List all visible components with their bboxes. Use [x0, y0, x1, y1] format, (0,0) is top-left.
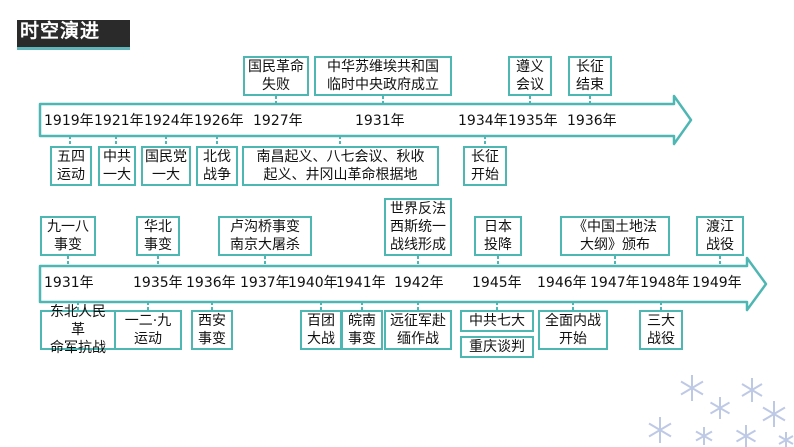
t1-event-long-march-end: 长征 结束 [568, 56, 612, 96]
t2-year-1946: 1946年 [537, 275, 587, 291]
t2-event-wannan-incident: 皖南 事变 [341, 310, 383, 350]
t2-event-japan-surrender: 日本 投降 [474, 216, 522, 256]
t1-event-cpc-first-congress: 中共 一大 [98, 146, 136, 186]
t2-year-1949: 1949年 [692, 275, 742, 291]
t2-year-1947: 1947年 [590, 275, 640, 291]
t2-event-three-campaigns: 三大 战役 [639, 310, 683, 350]
section-title-underline [17, 47, 130, 50]
t2-event-north-china-incident: 华北 事变 [136, 216, 180, 256]
t1-year-1935: 1935年 [508, 113, 558, 129]
snowflake-decoration-icon [648, 375, 794, 447]
t2-event-chongqing-negotiation: 重庆谈判 [460, 336, 534, 358]
t1-year-1919: 1919年 [44, 113, 94, 129]
t2-event-antifascist-front: 世界反法 西斯统一 战线形成 [384, 198, 452, 256]
t2-year-1942: 1942年 [394, 275, 444, 291]
t2-event-xian-incident: 西安 事变 [191, 310, 233, 350]
t2-event-expedition-burma: 远征军赴 缅作战 [384, 310, 452, 350]
t2-year-1940: 1940年 [288, 275, 338, 291]
t2-event-land-law: 《中国土地法 大纲》颁布 [560, 216, 670, 256]
section-title-background [17, 20, 130, 47]
t2-year-1941: 1941年 [336, 275, 386, 291]
t2-event-mukden-incident: 九一八 事变 [40, 216, 96, 256]
t1-event-northern-expedition: 北伐 战争 [196, 146, 238, 186]
t1-year-1936: 1936年 [567, 113, 617, 129]
t2-event-december-ninth: 一二·九 运动 [114, 310, 182, 350]
t1-event-kmt-first-congress: 国民党 一大 [141, 146, 191, 186]
t1-year-1926: 1926年 [194, 113, 244, 129]
t1-year-1934: 1934年 [458, 113, 508, 129]
connector-lines-2 [67, 256, 721, 310]
t1-year-1927: 1927年 [253, 113, 303, 129]
t2-year-1936: 1936年 [186, 275, 236, 291]
t2-year-1937: 1937年 [240, 275, 290, 291]
t1-event-soviet-government: 中华苏维埃共和国 临时中央政府成立 [314, 56, 452, 96]
t1-event-uprisings: 南昌起义、八七会议、秋收 起义、井冈山革命根据地 [242, 146, 439, 186]
t2-event-yangtze-crossing: 渡江 战役 [696, 216, 744, 256]
t2-event-marco-polo-bridge: 卢沟桥事变 南京大屠杀 [218, 216, 312, 256]
t1-event-may-fourth: 五四 运动 [50, 146, 92, 186]
t2-year-1945: 1945年 [472, 275, 522, 291]
t2-event-civil-war-start: 全面内战 开始 [538, 310, 608, 350]
t1-year-1931: 1931年 [355, 113, 405, 129]
t1-year-1924: 1924年 [144, 113, 194, 129]
t2-year-1948: 1948年 [640, 275, 690, 291]
t2-year-1935: 1935年 [133, 275, 183, 291]
connector-lines-1 [69, 96, 591, 146]
t2-event-cpc-seventh-congress: 中共七大 [460, 310, 534, 332]
t1-event-long-march-start: 长征 开始 [463, 146, 507, 186]
t2-event-northeast-army: 东北人民革 命军抗战 [40, 304, 116, 356]
t2-event-hundred-regiments: 百团 大战 [300, 310, 342, 350]
t1-event-revolution-failure: 国民革命 失败 [243, 56, 309, 96]
t2-year-1931: 1931年 [44, 275, 94, 291]
timeline-arrow-1 [38, 94, 693, 146]
timeline-arrow-2 [38, 256, 768, 312]
t1-event-zunyi-meeting: 遵义 会议 [508, 56, 552, 96]
t1-year-1921: 1921年 [94, 113, 144, 129]
section-title: 时空演进 [20, 20, 101, 42]
